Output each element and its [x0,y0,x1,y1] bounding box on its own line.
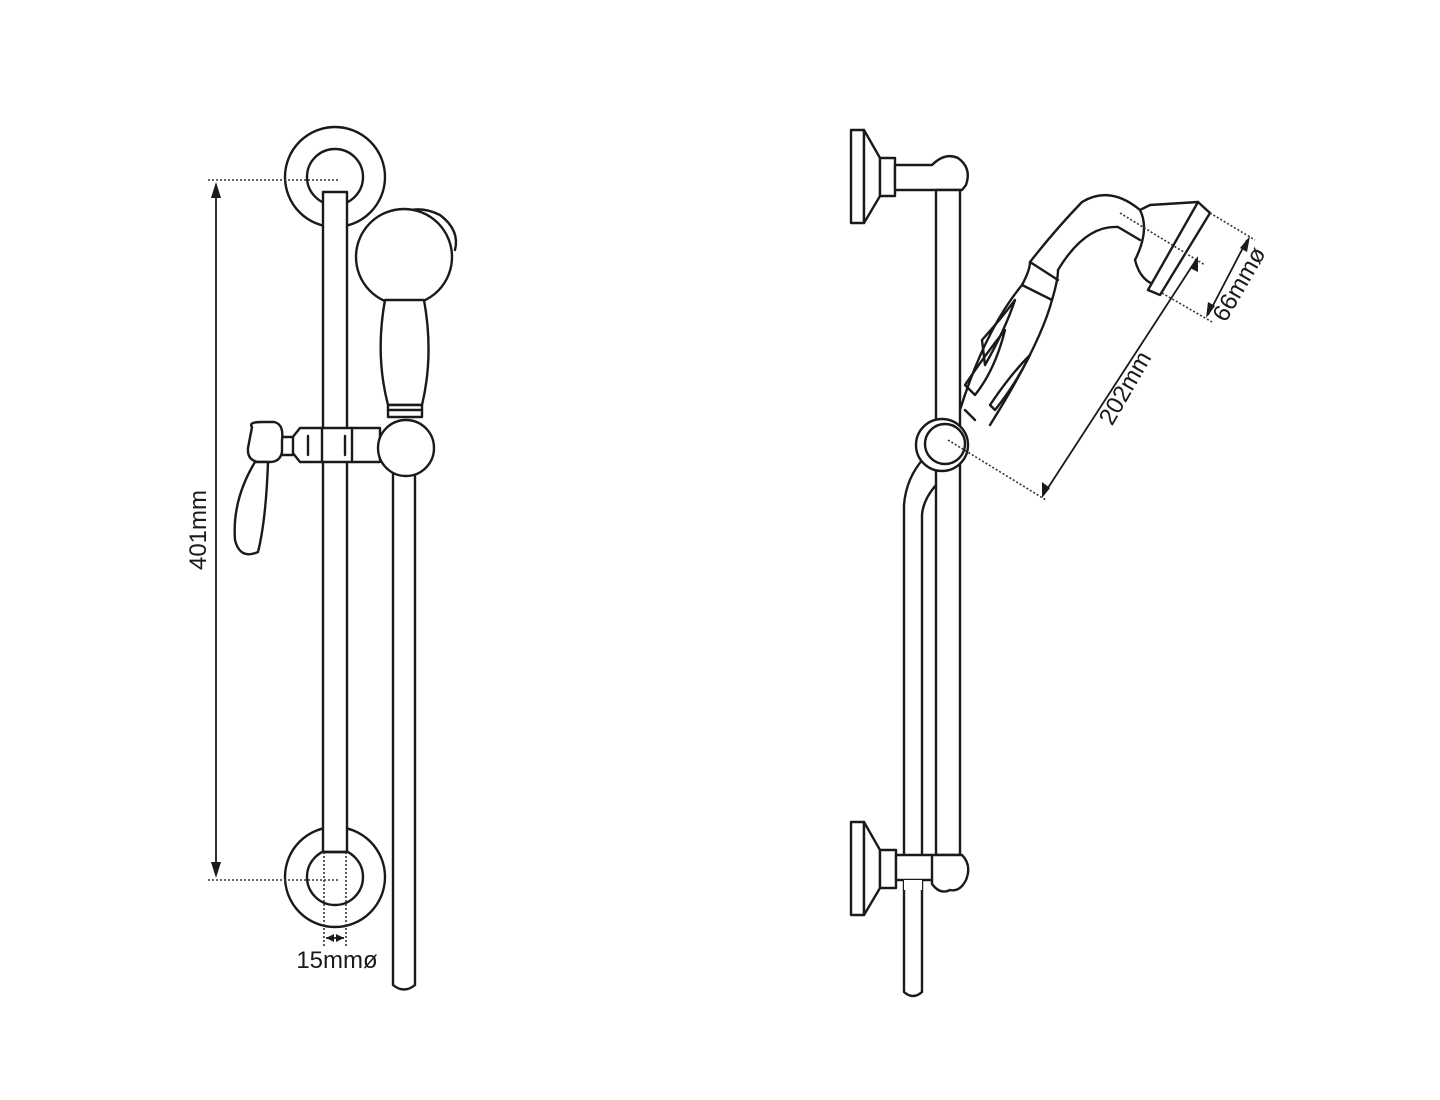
hose-side [902,456,938,998]
rail-height-dimension: 401mm [185,179,338,881]
bottom-wall-bracket [283,825,387,929]
top-wall-bracket [283,125,387,229]
handset [354,207,458,419]
handset-holder [914,417,970,473]
slider-clamp [233,418,436,556]
front-view: 401mm 15mmø [185,125,458,991]
slide-rail [321,190,349,854]
hose [391,438,417,991]
head-diameter-dimension: 66mmø [1161,212,1272,326]
rail-diameter-dimension: 15mmø [296,852,378,974]
top-wall-mount [849,128,969,225]
slide-rail-side [934,188,962,857]
bottom-wall-mount [849,820,970,917]
side-view: 202mm 66mmø [849,128,1272,998]
rail-height-label: 401mm [185,490,212,570]
handset-length-label: 202mm [1094,347,1157,430]
rail-diameter-label: 15mmø [296,947,378,974]
handset-side [958,193,1212,427]
